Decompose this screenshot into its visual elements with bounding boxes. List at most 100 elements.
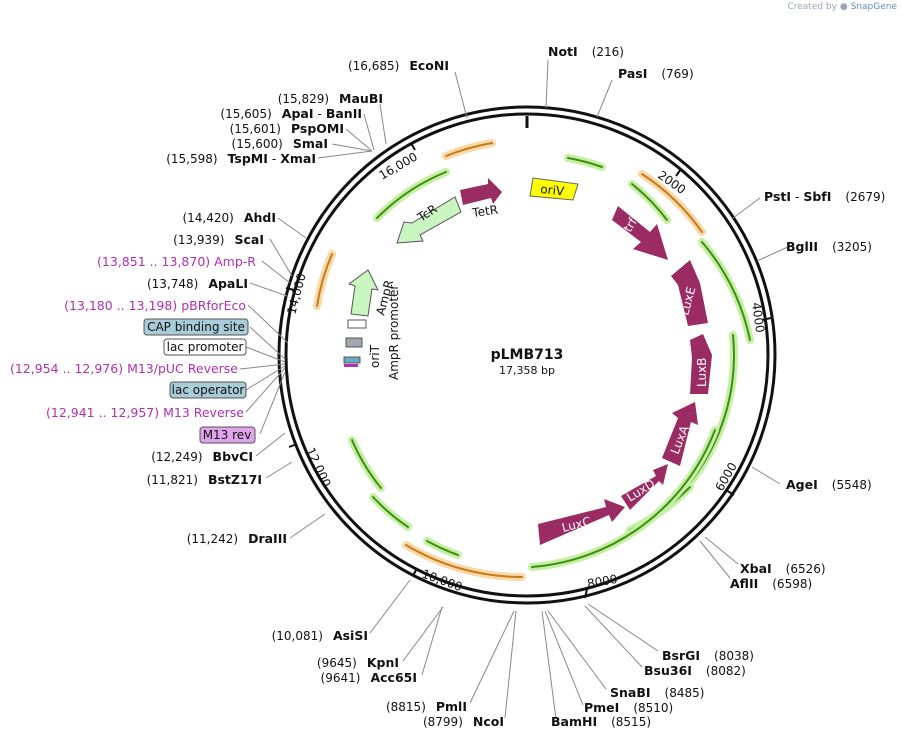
amp-r-annotation[interactable]: (13,851 .. 13,870) Amp-R <box>97 254 256 269</box>
LuxC-feature[interactable] <box>538 499 625 545</box>
leader-line <box>265 461 293 479</box>
TetR-label: TetR <box>470 203 498 221</box>
primer-arc <box>376 171 447 219</box>
leader-line <box>454 71 468 119</box>
primer-arc <box>567 157 603 168</box>
site-PstI-SbfI[interactable]: PstI-SbfI(2679) <box>764 189 885 204</box>
leader-line <box>379 103 387 145</box>
primer-arc <box>531 429 716 568</box>
site-BglII[interactable]: BglII(3205) <box>786 239 872 254</box>
primer-orange-arc <box>405 544 523 579</box>
primer-arc <box>426 540 459 556</box>
leader-line <box>245 367 286 413</box>
pbrforeco-annotation[interactable]: (13,180 .. 13,198) pBRforEco <box>64 298 246 313</box>
site-ApaLI[interactable]: (13,748)ApaLI <box>147 276 248 291</box>
primer-arc <box>348 436 385 492</box>
site-BstZ17I[interactable]: (11,821)BstZ17I <box>147 472 262 487</box>
site-EcoNI[interactable]: (16,685)EcoNI <box>348 58 449 73</box>
primer-orange-arc <box>445 142 493 157</box>
site-MauBI[interactable]: (15,829)MauBI <box>278 91 383 106</box>
lac-promoter-box[interactable] <box>163 338 247 356</box>
oriT-feature[interactable] <box>345 337 363 348</box>
site-PasI[interactable]: PasI(769) <box>618 66 694 81</box>
site-PspOMI[interactable]: (15,601)PspOMI <box>230 121 344 136</box>
site-Bsu36I[interactable]: Bsu36I(8082) <box>644 663 746 678</box>
site-AsiSI[interactable]: (10,081)AsiSI <box>272 628 368 643</box>
lac-operator-feature[interactable] <box>343 356 361 364</box>
tick-label: 8000 <box>586 572 619 591</box>
tick-label: 12,000 <box>303 445 333 489</box>
leader-line <box>255 432 286 457</box>
LuxA-feature[interactable] <box>662 402 698 466</box>
tick-mark-2000 <box>675 168 682 177</box>
leader-line <box>249 326 286 360</box>
leader-line <box>369 579 411 634</box>
tick-label: 4000 <box>749 301 767 333</box>
site-NcoI[interactable]: (8799)NcoI <box>423 714 504 729</box>
lac-operator-label: lac operator <box>172 383 245 397</box>
tick-mark-16000 <box>410 142 416 151</box>
tick-mark-14000 <box>285 287 295 291</box>
site-AhdI[interactable]: (14,420)AhdI <box>182 210 276 225</box>
site-BbvCI[interactable]: (12,249)BbvCI <box>151 449 253 464</box>
LuxB-feature[interactable] <box>690 334 712 394</box>
primer-orange-arc <box>316 253 333 307</box>
leader-line <box>345 128 373 152</box>
leader-line <box>245 365 286 391</box>
TetR-feature[interactable] <box>460 178 502 205</box>
primer-arc <box>698 238 754 344</box>
leader-line <box>545 59 549 109</box>
site-ScaI[interactable]: (13,939)ScaI <box>173 232 264 247</box>
LuxB-label: LuxB <box>695 358 709 387</box>
leader-line <box>584 605 643 668</box>
site-PmeI[interactable]: PmeI(8510) <box>584 700 673 715</box>
primer-arc <box>631 183 668 221</box>
leader-line <box>247 304 289 344</box>
site-XbaI[interactable]: XbaI(6526) <box>740 561 826 576</box>
site-SmaI[interactable]: (15,600)SmaI <box>232 136 328 151</box>
tick-mark-12000 <box>288 443 298 448</box>
TcR-feature[interactable] <box>396 196 462 244</box>
site-SnaBI[interactable]: SnaBI(8485) <box>610 685 704 700</box>
m13-rev-box[interactable] <box>199 426 256 444</box>
m13-rev-label: M13 rev <box>203 428 252 442</box>
leader-line <box>544 610 584 706</box>
cap-binding-site-box[interactable] <box>143 318 249 336</box>
AmpR-promoter-feature[interactable] <box>347 319 367 329</box>
leader-line <box>596 79 613 118</box>
site-PmlI[interactable]: (8815)PmlI <box>386 699 467 714</box>
site-Acc65I[interactable]: (9641)Acc65I <box>321 670 417 685</box>
site-NotI[interactable]: NotI(216) <box>548 44 624 59</box>
LuxA-label: LuxA <box>668 423 692 456</box>
leader-line <box>756 245 791 262</box>
AmpR-promoter-label: AmpR promoter <box>387 285 401 380</box>
primer-arc <box>372 496 409 528</box>
m13-puc-reverse-annotation[interactable]: (12,954 .. 12,976) M13/pUC Reverse <box>10 361 238 376</box>
LuxE-feature[interactable] <box>671 260 708 326</box>
site-AgeI[interactable]: AgeI(5548) <box>786 477 872 492</box>
site-AflII[interactable]: AflII(6598) <box>730 576 812 591</box>
site-BsrGI[interactable]: BsrGI(8038) <box>662 648 754 663</box>
site-BamHI[interactable]: BamHI(8515) <box>551 714 651 729</box>
leader-line <box>261 260 291 284</box>
leader-line <box>751 466 781 485</box>
leader-line <box>587 603 659 652</box>
leader-line <box>239 363 286 370</box>
site-KpnI[interactable]: (9645)KpnI <box>317 655 399 670</box>
primer-arcs <box>348 154 754 571</box>
lac-operator-box[interactable] <box>169 381 247 399</box>
site-ApaI-BanII[interactable]: (15,605)ApaI-BanII <box>220 106 362 121</box>
oriV-label: oriV <box>540 182 566 198</box>
primer-arc <box>351 439 382 489</box>
oriV-feature[interactable] <box>529 177 579 201</box>
AmpR-feature[interactable] <box>347 269 379 317</box>
site-TspMI-XmaI[interactable]: (15,598)TspMI-XmaI <box>166 151 316 166</box>
leader-line <box>289 513 326 539</box>
m13-reverse-annotation[interactable]: (12,941 .. 12,957) M13 Reverse <box>46 405 244 420</box>
site-DraIII[interactable]: (11,242)DraIII <box>187 531 287 546</box>
LuxD-feature[interactable] <box>621 464 668 510</box>
primer-orange-arcs <box>313 139 706 582</box>
trfA-feature[interactable] <box>612 206 668 260</box>
m13-primer-feature[interactable] <box>344 364 358 367</box>
